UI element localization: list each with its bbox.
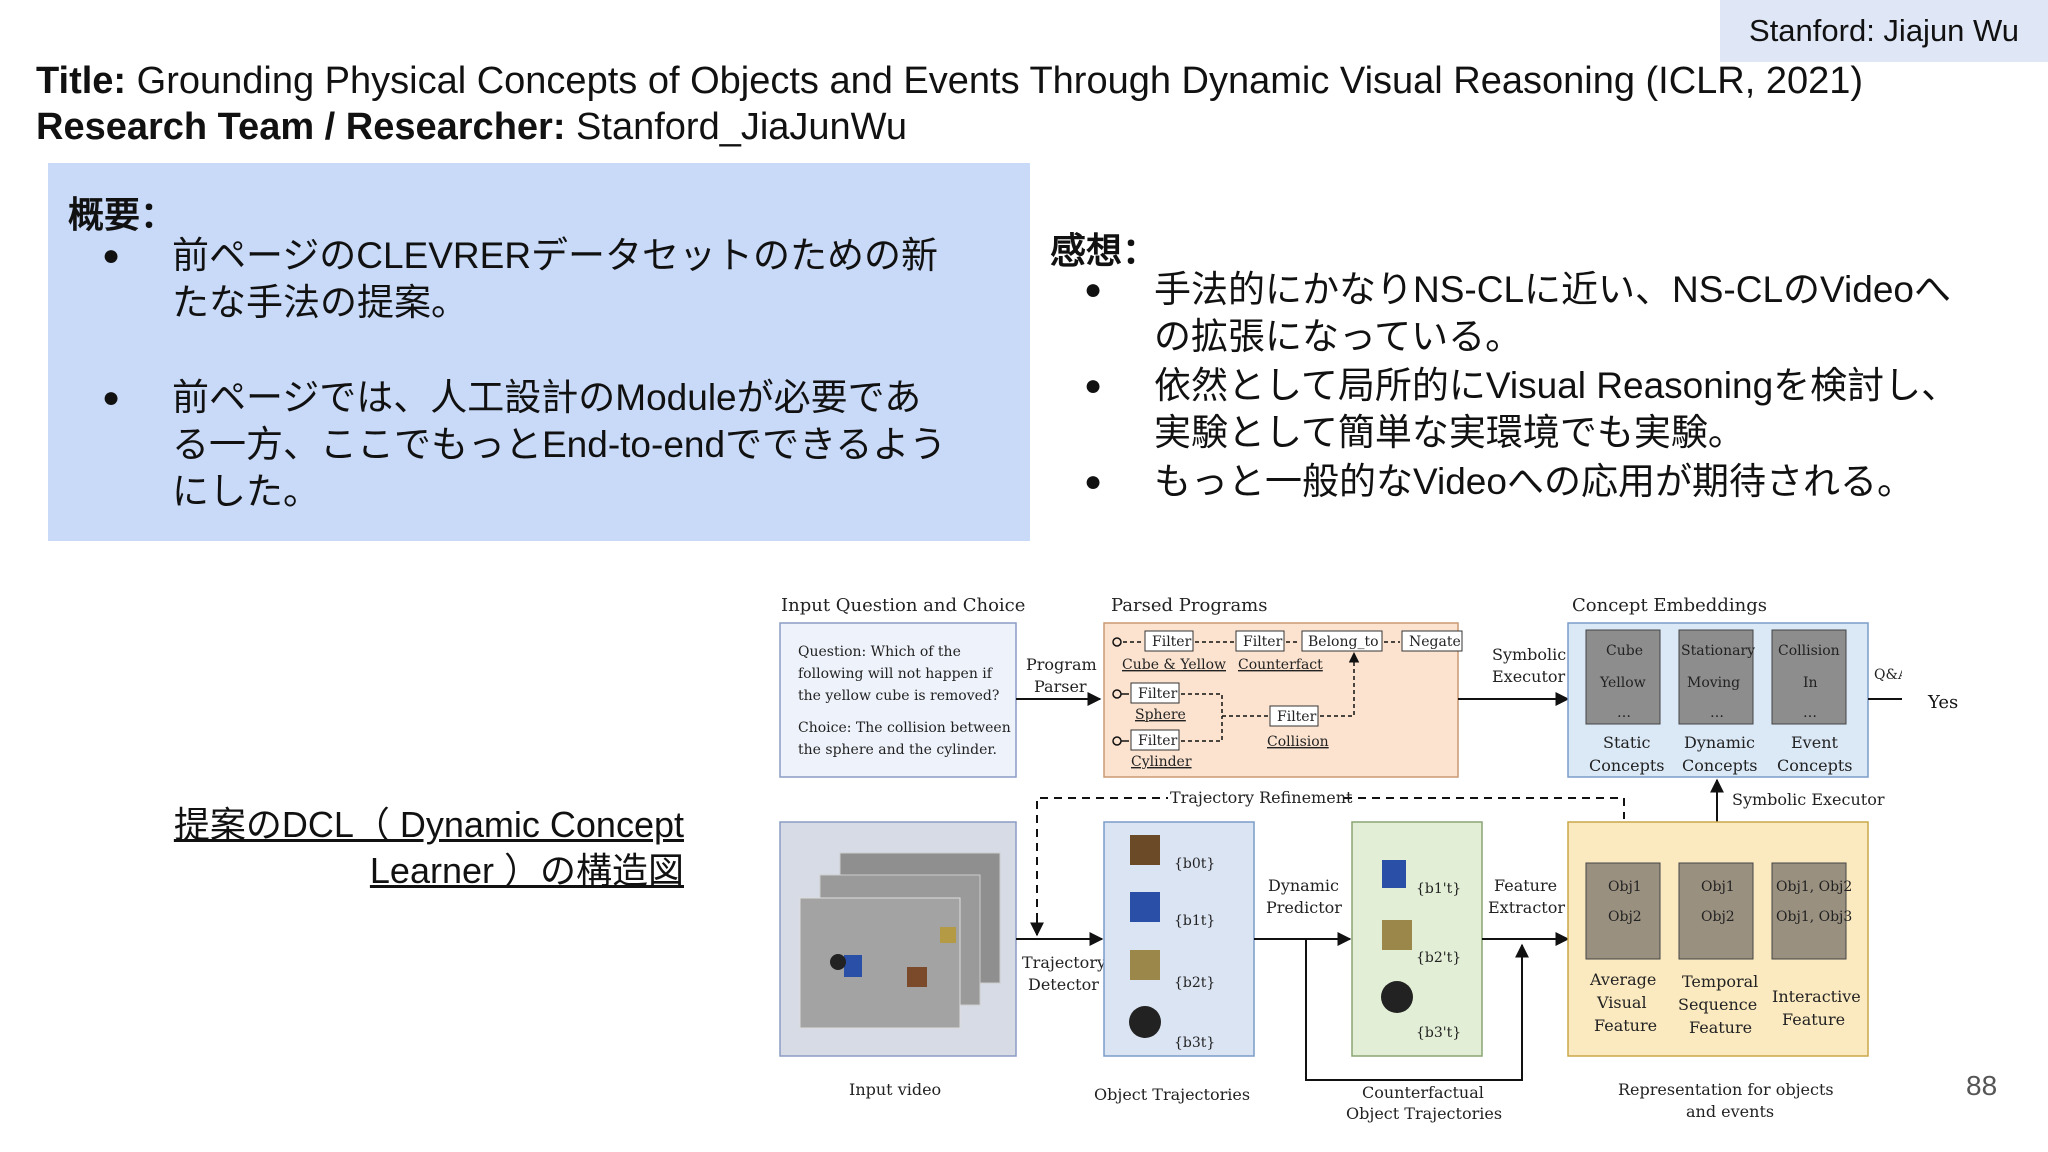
program-filter: Filter	[1152, 634, 1192, 650]
question-box	[779, 622, 1017, 778]
concept-caption: Concepts	[1589, 756, 1665, 775]
counterfactual-box	[1351, 821, 1483, 1057]
program-parser-label: Parser	[1034, 677, 1087, 696]
team-value: Stanford_JiaJunWu	[576, 106, 907, 148]
title-line: Title: Grounding Physical Concepts of Ob…	[36, 58, 1863, 104]
trajectory-detector-label: Trajectory	[1022, 953, 1106, 972]
concept-caption: Static	[1603, 733, 1650, 752]
program-filter: Filter	[1138, 686, 1178, 702]
question-line: Question: Which of the	[798, 644, 961, 660]
program-arg: Cube & Yellow	[1122, 657, 1226, 673]
emb-label: Yellow	[1599, 675, 1646, 691]
input-qc-title: Input Question and Choice	[781, 595, 1025, 616]
rep-caption: Interactive	[1772, 987, 1861, 1006]
rep-caption: Average	[1589, 970, 1656, 989]
traj-label: {b2t}	[1174, 975, 1215, 991]
qa-label: Q&A	[1874, 667, 1902, 683]
choice-line: the sphere and the cylinder.	[798, 742, 997, 758]
team-line: Research Team / Researcher: Stanford_Jia…	[36, 104, 907, 150]
input-video-caption: Input video	[849, 1080, 941, 1099]
svg-text:…: …	[1617, 705, 1631, 721]
program-filter: Filter	[1277, 709, 1317, 725]
counterfactual-caption: Object Trajectories	[1346, 1104, 1502, 1123]
rep-caption: Visual	[1596, 993, 1647, 1012]
emb-label: Moving	[1687, 675, 1740, 691]
traj-label: {b1t}	[1174, 913, 1215, 929]
emb-label: Stationary	[1681, 643, 1755, 659]
dynamic-predictor-label: Predictor	[1266, 898, 1342, 917]
program-parser-label: Program	[1026, 655, 1097, 674]
symbolic-executor-label: Executor	[1492, 667, 1566, 686]
concept-caption: Concepts	[1682, 756, 1758, 775]
program-arg: Counterfact	[1238, 657, 1323, 673]
rep-caption: Feature	[1594, 1016, 1657, 1035]
rep-label: Obj1	[1608, 879, 1642, 895]
emb-label: Cube	[1606, 643, 1643, 659]
figure-caption: 提案のDCL（ Dynamic Concept Learner ）の構造図	[173, 804, 684, 891]
summary-panel	[48, 163, 1030, 541]
title-label: Title:	[36, 60, 127, 102]
impressions-heading: 感想：	[1050, 230, 1159, 271]
traj-label: {b3t}	[1174, 1035, 1215, 1051]
cf-label: {b1't}	[1416, 881, 1461, 897]
program-arg: Sphere	[1135, 707, 1186, 723]
rep-label: Obj1	[1701, 879, 1735, 895]
rep-caption: Feature	[1782, 1010, 1845, 1029]
dynamic-predictor-label: Dynamic	[1268, 876, 1339, 895]
cf-label: {b3't}	[1416, 1025, 1461, 1041]
dcl-architecture-figure: Input Question and Choice Question: Whic…	[772, 585, 1902, 1140]
emb-label: Collision	[1778, 643, 1840, 659]
rep-label: Obj2	[1608, 909, 1642, 925]
summary-heading: 概要：	[68, 194, 177, 235]
representation-caption: Representation for objects	[1618, 1080, 1834, 1099]
program-arg: Collision	[1267, 734, 1329, 750]
symbolic-executor-label: Symbolic	[1492, 645, 1566, 664]
svg-text:…: …	[1710, 705, 1724, 721]
program-filter: Filter	[1243, 634, 1283, 650]
question-line: the yellow cube is removed?	[798, 688, 999, 704]
concept-caption: Event	[1791, 733, 1838, 752]
feature-extractor-label: Feature	[1494, 876, 1557, 895]
rep-caption: Temporal	[1682, 972, 1758, 991]
answer-yes: Yes	[1928, 692, 1959, 713]
counterfactual-caption: Counterfactual	[1362, 1083, 1484, 1102]
object-trajectories-box	[1103, 821, 1255, 1057]
svg-text:…: …	[1803, 705, 1817, 721]
trajectory-detector-label: Detector	[1028, 975, 1099, 994]
rep-label: Obj2	[1701, 909, 1735, 925]
trajectory-refinement-label: Trajectory Refinement	[1170, 788, 1353, 807]
choice-line: Choice: The collision between	[798, 720, 1011, 736]
rep-caption: Feature	[1689, 1018, 1752, 1037]
traj-label: {b0t}	[1174, 856, 1215, 872]
program-filter: Filter	[1138, 733, 1178, 749]
rep-caption: Sequence	[1678, 995, 1757, 1014]
page-number: 88	[1966, 1070, 1998, 1101]
author-badge: Stanford: Jiajun Wu	[1720, 0, 2048, 62]
program-negate: Negate	[1409, 634, 1461, 650]
program-belong-to: Belong_to	[1308, 634, 1379, 650]
concept-caption: Dynamic	[1684, 733, 1755, 752]
parsed-programs-title: Parsed Programs	[1111, 595, 1268, 616]
cf-label: {b2't}	[1416, 950, 1461, 966]
object-trajectories-caption: Object Trajectories	[1094, 1085, 1250, 1104]
paper-title: Grounding Physical Concepts of Objects a…	[136, 60, 1864, 102]
concept-embeddings-title: Concept Embeddings	[1572, 595, 1767, 616]
team-label: Research Team / Researcher:	[36, 106, 566, 148]
emb-label: In	[1803, 675, 1818, 691]
rep-label: Obj1, Obj3	[1776, 909, 1852, 925]
program-arg: Cylinder	[1131, 754, 1192, 770]
question-line: following will not happen if	[798, 666, 994, 682]
feature-extractor-label: Extractor	[1488, 898, 1565, 917]
concept-caption: Concepts	[1777, 756, 1853, 775]
representation-caption: and events	[1686, 1102, 1774, 1121]
rep-label: Obj1, Obj2	[1776, 879, 1852, 895]
symbolic-executor-single: Symbolic Executor	[1732, 790, 1885, 809]
